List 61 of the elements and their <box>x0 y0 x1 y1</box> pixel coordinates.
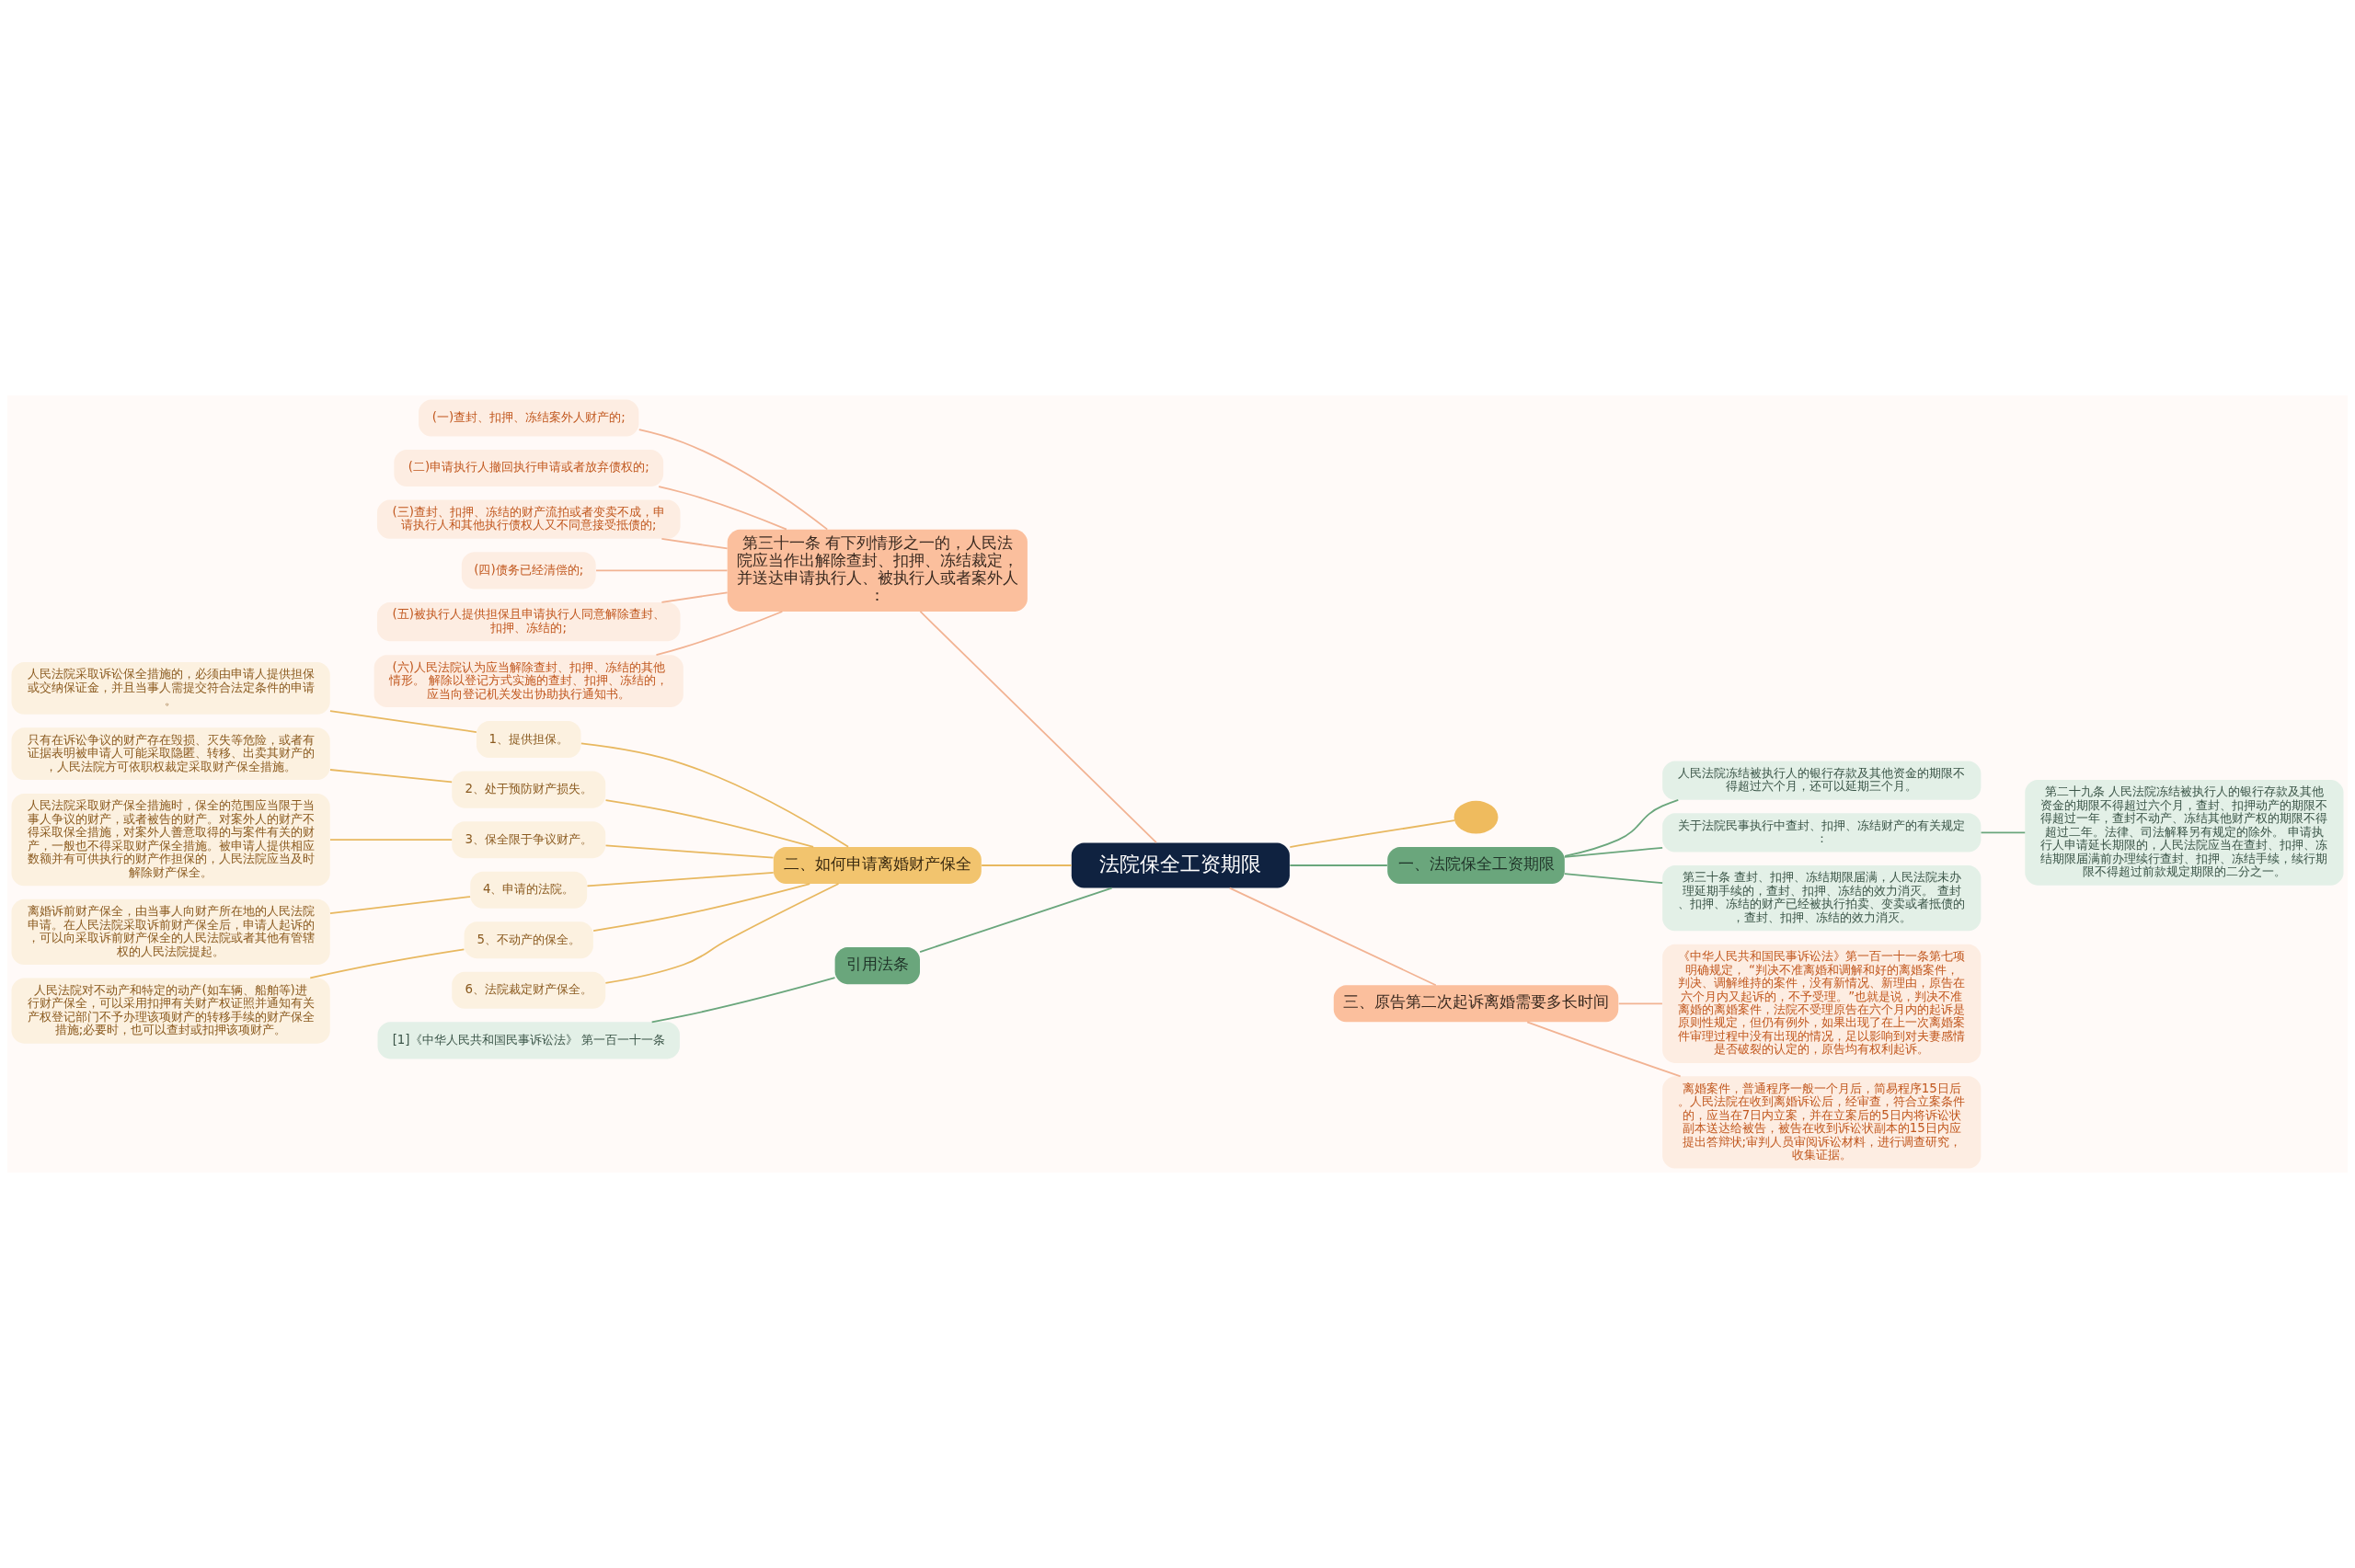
connector <box>981 864 1073 866</box>
connector <box>1564 798 1680 857</box>
connector <box>1289 819 1455 848</box>
connector <box>1289 864 1388 866</box>
node-circle <box>1453 800 1499 834</box>
connector <box>1617 1002 1663 1005</box>
connector <box>309 948 465 979</box>
connector <box>919 887 1113 953</box>
node-box: 1、提供担保。 <box>476 721 581 759</box>
node-box: 只有在诉讼争议的财产存在毁损、灭失等危险，或者有证据表明被申请人可能采取隐匿、转移、出卖其财产的，人民法院方可依职权裁定采取财产保全措施。 <box>11 727 330 781</box>
node-box: 一、法院保全工资期限 <box>1387 846 1565 885</box>
node-box: (四)债务已经清偿的; <box>461 552 596 589</box>
connector <box>329 769 454 784</box>
node-box: (一)查封、扣押、冻结案外人财产的; <box>419 399 639 437</box>
connector <box>580 742 849 848</box>
node-box: 《中华人民共和国民事诉讼法》第一百一十一条第七项明确规定， “判决不准离婚和调解和好的离婚案件，判决、调解维持的案件，没有新情况、新理由，原告在六个月内又起诉的，不予受理。”也就是说，判决不准离婚的离婚案件，法院不受理原告在六个月内的起诉是原则性规定，但仍有例外，如果出现了在上一次离婚案件审理过程中没有出现的情况，足以影响到对夫妻感情是否破裂的认定的，原告均有权利起诉。 <box>1662 944 1982 1063</box>
node-box: (六)人民法院认为应当解除查封、扣押、冻结的其他情形。 解除以登记方式实施的查封、扣押、冻结的，应当向登记机关发出协助执行通知书。 <box>373 655 684 707</box>
node-box: 人民法院对不动产和特定的动产(如车辆、船舶等)进行财产保全，可以采用扣押有关财产权证照并通知有关产权登记部门不予办理该项财产的转移手续的财产保全措施;必要时，也可以查封或扣押该项财产。 <box>11 978 330 1044</box>
node-box: 第三十一条 有下列情形之一的，人民法院应当作出解除查封、扣押、冻结裁定，并送达申请执行人、被执行人或者案外人： <box>727 529 1028 612</box>
node-box: 三、原告第二次起诉离婚需要多长时间 <box>1333 985 1619 1023</box>
connector <box>592 883 811 932</box>
connector <box>638 429 829 531</box>
connector <box>655 611 784 657</box>
node-box: 2、处于预防财产损失。 <box>452 771 606 808</box>
connector <box>595 569 729 572</box>
connector <box>329 839 454 841</box>
node-box: 5、不动产的保全。 <box>464 921 593 959</box>
connector <box>329 710 477 733</box>
node-box: 离婚案件，普通程序一般一个月后，简易程序15日后。人民法院在收到离婚诉讼后，经审查，符合立案条件的，应当在7日内立案，并在立案后的5日内将诉讼状副本送达给被告，被告在收到诉讼状副本的15日内应提出答辩状;审判人员审阅诉讼材料，进行调查研究，收集证据。 <box>1662 1076 1982 1169</box>
node-box: 人民法院采取财产保全措施时，保全的范围应当限于当事人争议的财产，或者被告的财产。对案外人的财产不得采取保全措施，对案外人善意取得的与案件有关的财产，一般也不得采取财产保全措施。被申请人提供相应数额并有可供执行的财产作担保的，人民法院应当及时解除财产保全。 <box>11 794 330 887</box>
connector <box>1563 846 1664 858</box>
connector <box>604 799 814 848</box>
connector <box>1563 873 1664 885</box>
node-box: 人民法院采取诉讼保全措施的，必须由申请人提供担保或交纳保证金，并且当事人需提交符合法定条件的申请。 <box>11 662 330 715</box>
node-box: 关于法院民事执行中查封、扣押、冻结财产的有关规定： <box>1662 813 1982 853</box>
connector <box>604 883 840 984</box>
connector <box>919 611 1157 844</box>
node-box: 第三十条 查封、扣押、冻结期限届满，人民法院未办理延期手续的，查封、扣押、冻结的效力消灭。 查封、扣押、冻结的财产已经被执行拍卖、变卖或者抵债的，查封、扣押、冻结的效力消灭。 <box>1662 865 1982 932</box>
node-box: (三)查封、扣押、冻结的财产流拍或者变卖不成，申请执行人和其他执行债权人又不同意接受抵债的; <box>376 499 681 539</box>
node-box: (五)被执行人提供担保且申请执行人同意解除查封、扣押、冻结的; <box>376 601 681 642</box>
connector <box>1980 831 2027 834</box>
connector <box>1228 887 1437 987</box>
node-box: 二、如何申请离婚财产保全 <box>773 846 982 885</box>
connector <box>1526 1021 1682 1078</box>
connector <box>658 486 787 531</box>
connector <box>661 591 729 603</box>
node-box: 人民法院冻结被执行人的银行存款及其他资金的期限不得超过六个月，还可以延期三个月。 <box>1662 761 1982 800</box>
node-box: 3、保全限于争议财产。 <box>452 821 606 859</box>
node-box: [1]《中华人民共和国民事诉讼法》 第一百一十一条 <box>377 1022 680 1059</box>
node-box: 引用法条 <box>834 947 920 985</box>
node-box: 4、申请的法院。 <box>470 871 588 909</box>
node-box: 离婚诉前财产保全，由当事人向财产所在地的人民法院申请。在人民法院采取诉前财产保全后，申请人起诉的，可以向采取诉前财产保全的人民法院或者其他有管辖权的人民法院提起。 <box>11 898 330 965</box>
node-box: 第二十九条 人民法院冻结被执行人的银行存款及其他资金的期限不得超过六个月，查封、扣押动产的期限不得超过一年，查封不动产、冻结其他财产权的期限不得超过二年。法律、司法解释另有规定的除外。 申请执行人申请延长期限的，人民法院应当在查封、扣押、冻结期限届满前办理续行查封、扣押、冻结手续，续行期限不得超过前款规定期限的二分之一。 <box>2025 780 2344 886</box>
connector <box>586 872 775 887</box>
connector <box>650 977 836 1024</box>
node-box: 法院保全工资期限 <box>1071 842 1290 888</box>
connector <box>329 896 471 914</box>
node-box: (二)申请执行人撤回执行申请或者放弃债权的; <box>394 450 664 487</box>
node-box: 6、法院裁定财产保全。 <box>452 971 606 1009</box>
connector <box>604 844 775 859</box>
connector <box>661 538 729 550</box>
